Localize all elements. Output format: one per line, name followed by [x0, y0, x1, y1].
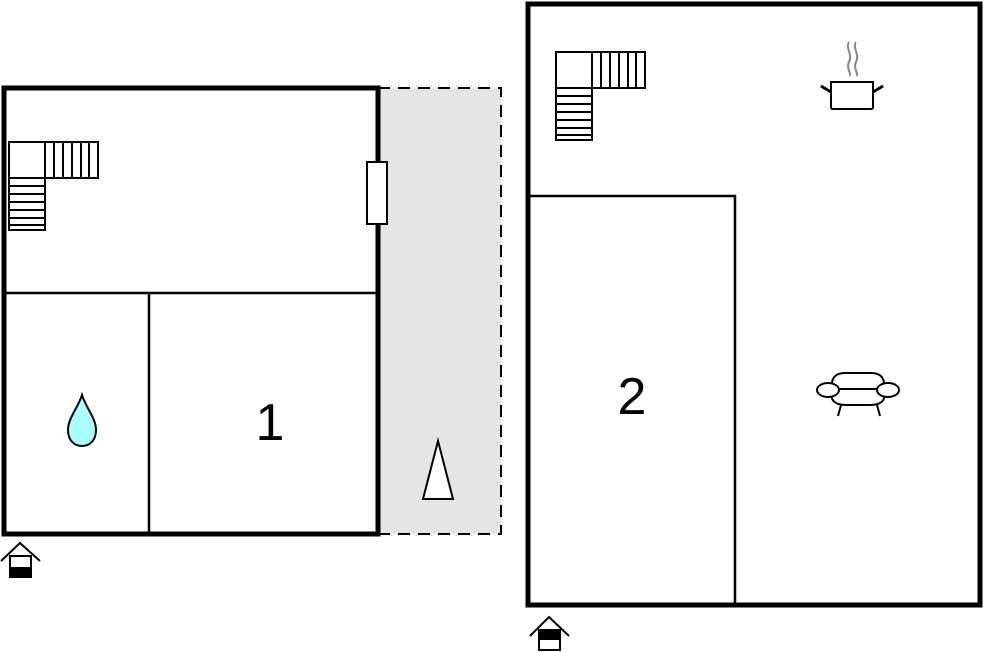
stairs-icon	[8, 141, 99, 231]
room-label-2: 2	[617, 368, 647, 426]
stairs-icon	[555, 51, 646, 141]
upper-floor	[525, 1, 983, 651]
entrance-icon	[529, 615, 570, 651]
sofa-icon	[816, 372, 900, 417]
door-icon	[366, 161, 388, 225]
bedroom-2-wall	[528, 194, 737, 605]
upper-floor-outer-wall	[525, 1, 983, 608]
room-label-1: 1	[255, 394, 285, 452]
ground-floor	[0, 85, 502, 578]
parasol-icon	[421, 437, 455, 500]
water-drop-icon	[66, 391, 98, 448]
cooking-pot-icon	[820, 41, 884, 110]
entrance-icon	[0, 541, 41, 578]
